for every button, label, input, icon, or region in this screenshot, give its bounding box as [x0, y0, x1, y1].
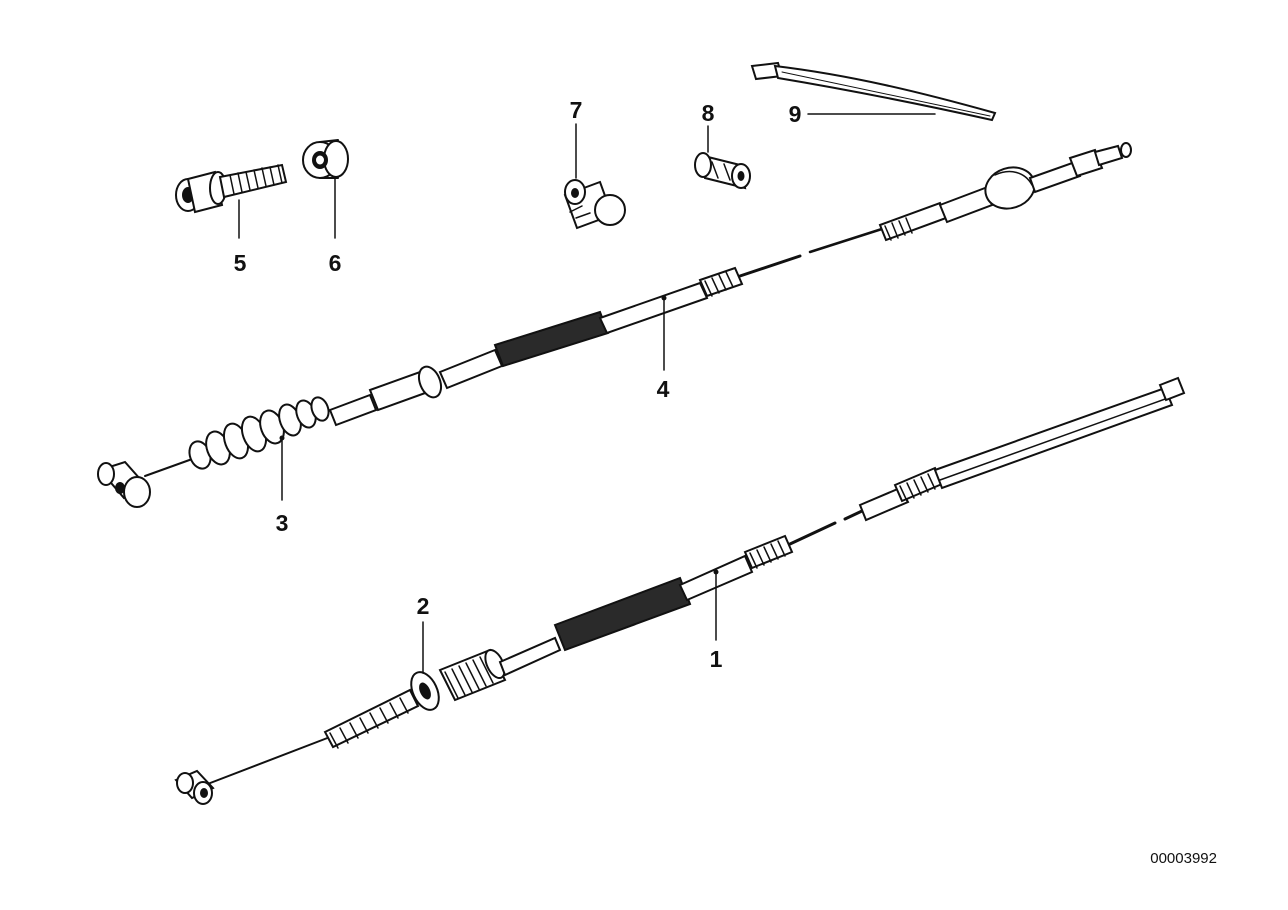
callout-4: 4 — [657, 376, 670, 402]
callout-3: 3 — [276, 510, 289, 536]
part-1-threaded-adjuster — [323, 688, 420, 749]
document-number: 00003992 — [1150, 850, 1217, 867]
callout-9: 9 — [789, 101, 802, 127]
callout-6: 6 — [329, 250, 342, 276]
part-1-end-nipple — [174, 769, 215, 805]
part-4-brake-cable[interactable] — [144, 142, 1132, 477]
part-1-knurled-sleeve — [438, 648, 507, 702]
part-3-end-nipple — [97, 460, 151, 508]
callout-7: 7 — [570, 97, 583, 123]
callout-2: 2 — [417, 593, 430, 619]
part-3-bellows-and-end-fitting[interactable] — [97, 395, 332, 508]
part-2-lock-nut[interactable] — [406, 621, 445, 714]
part-7-cap[interactable] — [563, 123, 626, 230]
part-6-knurled-nut[interactable] — [302, 139, 349, 239]
part-1-rubber-cover — [553, 576, 692, 652]
callout-5: 5 — [234, 250, 247, 276]
part-8-sleeve[interactable] — [694, 125, 751, 190]
callout-1: 1 — [710, 646, 723, 672]
part-1-clutch-cable[interactable] — [174, 376, 1186, 805]
part-5-adjusting-screw[interactable] — [175, 163, 288, 239]
callout-8: 8 — [702, 100, 715, 126]
part-9-cable-tie[interactable] — [750, 61, 997, 122]
part-3-bellows — [188, 396, 330, 470]
